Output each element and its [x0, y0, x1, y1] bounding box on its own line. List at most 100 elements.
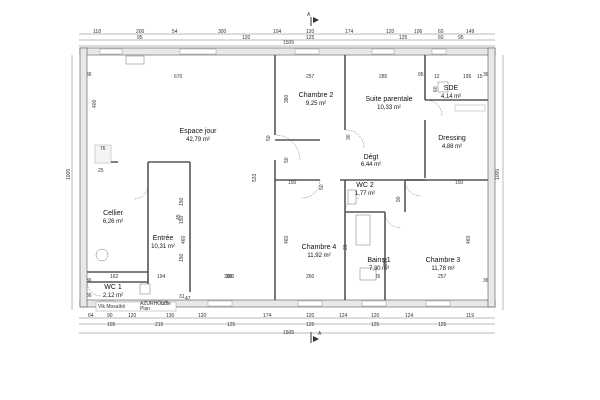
- room-chambre3-area: 11,78 m²: [431, 266, 454, 272]
- dim-top-inner-5: 60: [438, 35, 444, 41]
- svg-text:150: 150: [179, 197, 185, 206]
- room-entree-area: 10,31 m²: [151, 244, 175, 250]
- svg-text:76: 76: [100, 146, 106, 152]
- dim-right-total: 1005: [495, 169, 501, 180]
- svg-text:460: 460: [181, 235, 187, 244]
- svg-text:150: 150: [179, 253, 185, 262]
- dim-bottom-2: 90: [107, 313, 113, 319]
- wc1-toilet: [139, 283, 151, 295]
- dim-top-inner-4: 125: [399, 35, 408, 41]
- dim-room-chambre2: 257: [306, 74, 315, 80]
- dim-bottom-9: 120: [371, 313, 380, 319]
- dim-room-espace-bottom: 300: [226, 274, 235, 280]
- svg-text:45: 45: [176, 214, 182, 220]
- room-degt-area: 6,44 m²: [361, 162, 381, 168]
- svg-text:460: 460: [466, 235, 472, 244]
- dim-right-36b: 36: [483, 278, 489, 284]
- room-bains1-name: Bains 1: [367, 257, 390, 264]
- interior-walls: [87, 55, 488, 300]
- dim-bottom-inner-6: 125: [438, 322, 447, 328]
- dim-top-inner-2: 120: [242, 35, 251, 41]
- room-cellier-area: 6,26 m²: [103, 219, 123, 225]
- dim-right-36a: 36: [483, 72, 489, 78]
- svg-text:460: 460: [284, 235, 290, 244]
- svg-text:90: 90: [396, 196, 402, 202]
- dim-bottom-11: 119: [466, 313, 474, 319]
- dim-bottom-inner-1: 105: [107, 322, 116, 328]
- room-degt-name: Dégt: [364, 154, 379, 161]
- dim-left-36b: 36: [86, 278, 92, 284]
- water-heater: [95, 248, 109, 262]
- svg-text:50: 50: [319, 184, 325, 190]
- svg-text:25: 25: [98, 168, 104, 174]
- dim-room-sde: 195: [463, 74, 472, 80]
- room-dressing-name: Dressing: [438, 135, 466, 142]
- room-espace-jour-name: Espace jour: [180, 128, 218, 135]
- sde-shower: [437, 81, 449, 93]
- room-chambre4-area: 11,92 m²: [307, 253, 330, 259]
- svg-text:31: 31: [179, 294, 185, 300]
- dim-bottom-inner-3: 125: [227, 322, 236, 328]
- room-espace-jour-area: 42,79 m²: [186, 137, 210, 143]
- svg-text:50: 50: [266, 135, 272, 141]
- dim-room-espace-jour: 670: [174, 74, 183, 80]
- room-wc1-area: 2,12 m²: [103, 293, 123, 299]
- room-dressing-area: 4,88 m²: [442, 144, 462, 150]
- svg-text:50: 50: [284, 157, 290, 163]
- dim-top-inner-3: 125: [306, 35, 315, 41]
- svg-text:300: 300: [224, 274, 233, 280]
- dim-room-entree: 194: [157, 274, 166, 280]
- room-suite-name: Suite parentale: [365, 96, 412, 103]
- dim-left-400: 400: [92, 99, 98, 108]
- svg-text:150: 150: [179, 215, 185, 224]
- svg-text:60: 60: [433, 86, 439, 92]
- interior-dimensions: 380 300 533 460 460 460 150 150 150 150 …: [98, 72, 472, 302]
- dim-bottom-7: 120: [306, 313, 315, 319]
- dim-left-36a: 36: [86, 72, 92, 78]
- dim-top-6: 120: [306, 29, 315, 35]
- room-suite-area: 10,33 m²: [377, 105, 401, 111]
- svg-text:20: 20: [343, 244, 349, 250]
- bath-sink: [359, 267, 377, 281]
- section-marker-top: A: [307, 12, 319, 26]
- dim-room-bains: 285: [372, 274, 381, 280]
- dim-top-10: 60: [438, 29, 444, 35]
- fixtures: [94, 55, 486, 295]
- room-chambre3-name: Chambre 3: [426, 257, 461, 264]
- room-labels: Espace jour 42,79 m² Chambre 2 9,25 m² S…: [103, 85, 466, 299]
- dim-bottom-inner-5: 125: [371, 322, 380, 328]
- svg-text:A: A: [318, 331, 322, 337]
- cellier-storage: [94, 144, 112, 164]
- dim-room-suite: 285: [379, 74, 388, 80]
- side-dimensions: 1005 400 36 36 36 1005 36 36: [66, 55, 504, 310]
- top-dimensions: 118 200 54 300 104 120 174 120 106 60 14…: [79, 29, 495, 80]
- room-sde-area: 4,14 m²: [441, 94, 461, 100]
- dressing-rail: [454, 104, 486, 112]
- kitchen-unit: [125, 55, 145, 65]
- dim-top-2: 200: [136, 29, 145, 35]
- dim-bottom-4: 130: [166, 313, 175, 319]
- dim-top-5: 104: [273, 29, 282, 35]
- plan-legend: Vlk Mosaïkit AZURHOUT · note Plan: [95, 301, 177, 312]
- room-cellier-name: Cellier: [103, 210, 124, 217]
- dim-top-11: 149: [466, 29, 475, 35]
- room-wc1-name: WC 1: [104, 284, 122, 291]
- dim-bottom-5: 120: [198, 313, 207, 319]
- room-entree-name: Entrée: [153, 235, 174, 242]
- dim-room-cellier: 162: [110, 274, 119, 280]
- dim-total-bottom: 1505: [283, 330, 294, 336]
- dim-bottom-1: 64: [88, 313, 94, 319]
- dim-left-total: 1005: [66, 169, 72, 180]
- room-wc2-area: 1,77 m²: [355, 191, 375, 197]
- dim-bottom-inner-4: 125: [306, 322, 315, 328]
- dim-room-chambre3: 257: [438, 274, 447, 280]
- room-chambre4-name: Chambre 4: [302, 244, 337, 251]
- dim-top-3: 54: [172, 29, 178, 35]
- legend-company: AZURHOUT: [140, 301, 168, 307]
- room-sde-name: SDE: [444, 85, 459, 92]
- dim-bottom-3: 120: [128, 313, 137, 319]
- dim-left-36c: 36: [86, 293, 92, 299]
- room-chambre2-name: Chambre 2: [299, 92, 334, 99]
- dim-top-7: 174: [345, 29, 354, 35]
- room-wc2-name: WC 2: [356, 182, 374, 189]
